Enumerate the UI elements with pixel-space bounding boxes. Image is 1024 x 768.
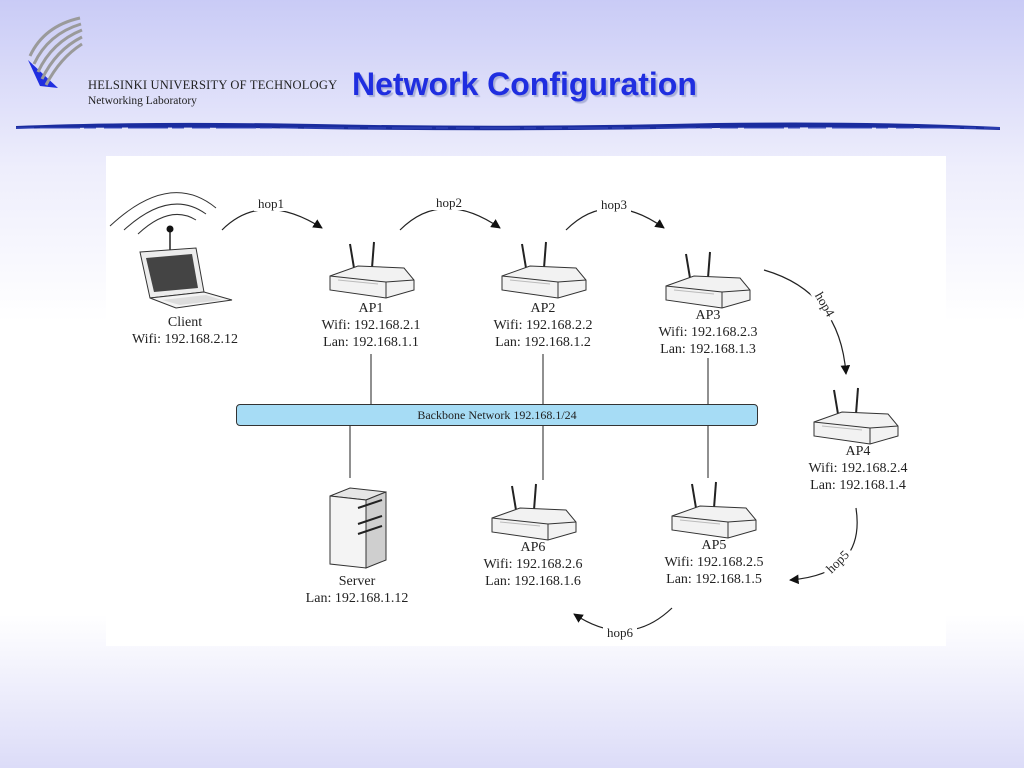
hop2-arrow bbox=[399, 207, 501, 231]
backbone-network: Backbone Network 192.168.1/24 bbox=[236, 404, 758, 426]
university-name: HELSINKI UNIVERSITY OF TECHNOLOGY bbox=[88, 78, 338, 92]
ap6-lan: Lan: 192.168.1.6 bbox=[485, 574, 581, 589]
ap3-name: AP3 bbox=[695, 308, 721, 323]
ap6-name: AP6 bbox=[520, 540, 546, 555]
ap3-label: AP3 Wifi: 192.168.2.3 Lan: 192.168.1.3 bbox=[659, 307, 758, 358]
ap4-wifi: Wifi: 192.168.2.4 bbox=[808, 461, 908, 476]
ap4-lan: Lan: 192.168.1.4 bbox=[810, 478, 906, 493]
ap1-name: AP1 bbox=[358, 301, 384, 316]
client-laptop-icon bbox=[109, 192, 233, 309]
ap4-label: AP4 Wifi: 192.168.2.4 Lan: 192.168.1.4 bbox=[809, 443, 908, 494]
ap3-lan: Lan: 192.168.1.3 bbox=[660, 342, 756, 357]
ap4-name: AP4 bbox=[845, 444, 871, 459]
server-lan: Lan: 192.168.1.12 bbox=[305, 591, 409, 606]
network-diagram bbox=[106, 156, 946, 646]
ap2-wifi: Wifi: 192.168.2.2 bbox=[493, 318, 593, 333]
client-label: Client Wifi: 192.168.2.12 bbox=[132, 314, 238, 348]
ap5-lan: Lan: 192.168.1.5 bbox=[666, 572, 762, 587]
ap1-wifi: Wifi: 192.168.2.1 bbox=[321, 318, 421, 333]
ap1-lan: Lan: 192.168.1.1 bbox=[323, 335, 419, 350]
hop1-label: hop1 bbox=[258, 196, 284, 211]
client-name: Client bbox=[167, 315, 203, 330]
ap3-wifi: Wifi: 192.168.2.3 bbox=[658, 325, 758, 340]
university-logo bbox=[28, 16, 83, 88]
ap2-label: AP2 Wifi: 192.168.2.2 Lan: 192.168.1.2 bbox=[494, 300, 593, 351]
header-divider bbox=[16, 122, 1000, 131]
ap1-icon bbox=[329, 241, 415, 299]
ap5-icon bbox=[671, 481, 757, 539]
ap5-wifi: Wifi: 192.168.2.5 bbox=[664, 555, 764, 570]
hop3-label: hop3 bbox=[601, 197, 627, 212]
laboratory-name: Networking Laboratory bbox=[88, 95, 197, 107]
slide-title: Network Configuration bbox=[352, 66, 697, 102]
ap1-label: AP1 Wifi: 192.168.2.1 Lan: 192.168.1.1 bbox=[322, 300, 421, 351]
hop6-label: hop6 bbox=[607, 625, 634, 640]
ap5-name: AP5 bbox=[701, 538, 727, 553]
server-icon bbox=[329, 487, 387, 569]
ap4-icon bbox=[813, 387, 899, 445]
client-wifi: Wifi: 192.168.2.12 bbox=[132, 332, 238, 347]
ap3-icon bbox=[665, 251, 751, 309]
ap2-icon bbox=[501, 241, 587, 299]
server-name: Server bbox=[338, 574, 376, 589]
ap6-wifi: Wifi: 192.168.2.6 bbox=[483, 557, 583, 572]
ap2-lan: Lan: 192.168.1.2 bbox=[495, 335, 591, 350]
ap6-icon bbox=[491, 483, 577, 541]
ap6-label: AP6 Wifi: 192.168.2.6 Lan: 192.168.1.6 bbox=[484, 539, 583, 590]
hop4-arrow bbox=[763, 269, 851, 375]
hop1-arrow bbox=[221, 208, 323, 231]
ap5-label: AP5 Wifi: 192.168.2.5 Lan: 192.168.1.5 bbox=[665, 537, 764, 588]
server-label: Server Lan: 192.168.1.12 bbox=[306, 573, 409, 607]
hop2-label: hop2 bbox=[436, 195, 462, 210]
ap2-name: AP2 bbox=[530, 301, 556, 316]
